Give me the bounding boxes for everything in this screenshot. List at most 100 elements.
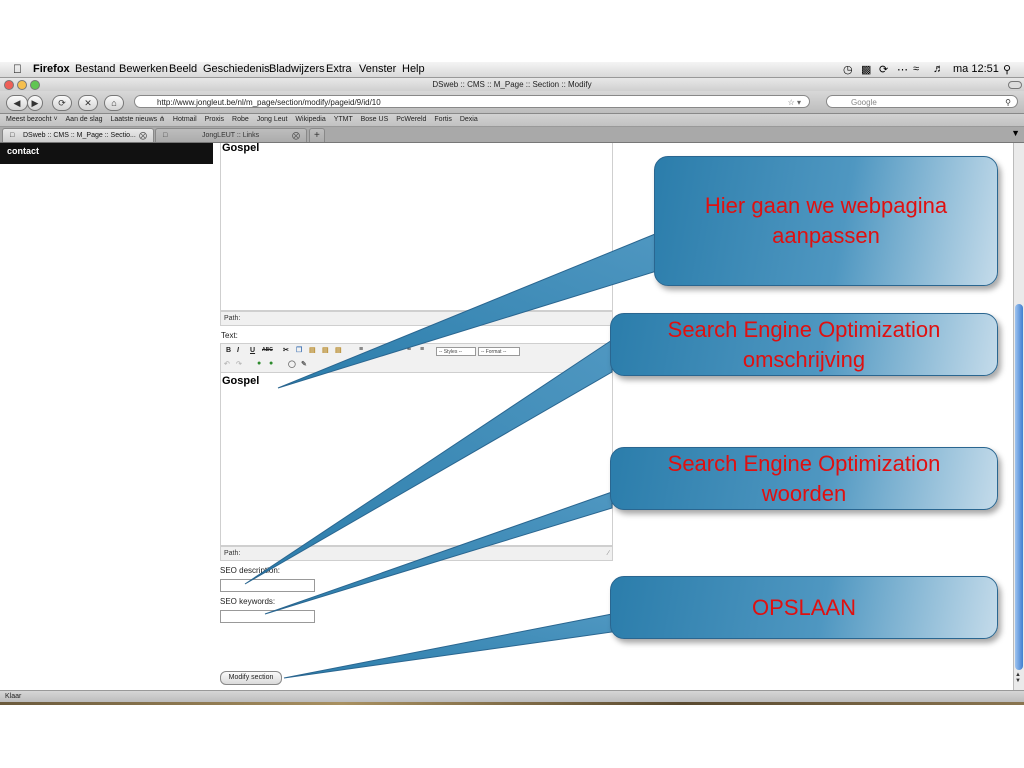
stop-button[interactable]: ✕ bbox=[78, 95, 98, 111]
callout-save-text: OPSLAAN bbox=[752, 594, 856, 620]
bookmark-item[interactable]: Jong Leut bbox=[256, 116, 288, 123]
editor-1-area[interactable]: Gospel bbox=[220, 143, 613, 311]
format-select-value: -- Format -- bbox=[481, 349, 507, 355]
close-window-icon[interactable] bbox=[4, 80, 14, 90]
time-machine-icon[interactable]: ◷ bbox=[843, 64, 853, 76]
bookmark-item[interactable]: YTMT bbox=[333, 116, 353, 123]
scrollbar-thumb[interactable] bbox=[1015, 304, 1023, 670]
format-select[interactable]: -- Format -- bbox=[478, 347, 520, 356]
bold-button[interactable]: B bbox=[226, 347, 232, 354]
new-tab-button[interactable]: + bbox=[309, 128, 325, 142]
back-button[interactable]: ◀ bbox=[6, 95, 28, 111]
html-source-icon[interactable]: ✎ bbox=[301, 361, 307, 368]
editor-2-heading: Gospel bbox=[222, 375, 260, 387]
menu-bewerken[interactable]: Bewerken bbox=[119, 63, 168, 75]
styles-select[interactable]: -- Styles -- bbox=[436, 347, 476, 356]
sync-icon[interactable]: ⟳ bbox=[879, 64, 889, 76]
numbered-list-icon[interactable]: ≡ bbox=[407, 346, 412, 353]
menu-extra[interactable]: Extra bbox=[326, 63, 352, 75]
unlink-icon[interactable]: ● bbox=[269, 360, 274, 367]
cleanup-icon[interactable]: ◯ bbox=[288, 361, 296, 368]
callout-seo-description-text: Search Engine Optimization omschrijving bbox=[667, 316, 941, 372]
window-titlebar: DSweb :: CMS :: M_Page :: Section :: Mod… bbox=[0, 78, 1024, 91]
forward-button[interactable]: ▶ bbox=[27, 95, 43, 111]
bookmark-item[interactable]: Bose US bbox=[360, 116, 389, 123]
menu-venster[interactable]: Venster bbox=[359, 63, 397, 75]
search-input[interactable]: Google ⚲ bbox=[826, 95, 1018, 108]
close-tab-icon[interactable]: ⨂ bbox=[139, 131, 147, 140]
path-label: Path: bbox=[224, 550, 241, 557]
bookmark-item[interactable]: Aan de slag bbox=[65, 116, 103, 123]
italic-button[interactable]: I bbox=[237, 347, 239, 354]
minimize-window-icon[interactable] bbox=[17, 80, 27, 90]
bookmark-item[interactable]: Hotmail bbox=[172, 116, 197, 123]
editor-1-heading: Gospel bbox=[222, 142, 260, 154]
pointer-seo-description bbox=[244, 339, 613, 585]
menu-app-firefox[interactable]: Firefox bbox=[33, 63, 70, 75]
search-placeholder: Google bbox=[851, 98, 877, 107]
menu-geschiedenis[interactable]: Geschiedenis bbox=[203, 63, 270, 75]
url-input[interactable]: http://www.jongleut.be/nl/m_page/section… bbox=[134, 95, 810, 108]
seo-keywords-input[interactable] bbox=[220, 610, 315, 623]
tab-label: DSweb :: CMS :: M_Page :: Sectio... bbox=[23, 132, 136, 139]
paste-icon[interactable]: ▤ bbox=[309, 347, 316, 354]
bookmark-item[interactable]: Proxis bbox=[204, 116, 225, 123]
callout-seo-keywords: Search Engine Optimization woorden bbox=[610, 447, 998, 510]
copy-icon[interactable]: ❐ bbox=[296, 347, 303, 354]
tab-dsweb[interactable]: □ DSweb :: CMS :: M_Page :: Sectio... ⨂ bbox=[2, 128, 154, 142]
reload-button[interactable]: ⟳ bbox=[52, 95, 72, 111]
underline-button[interactable]: U bbox=[250, 347, 256, 354]
bookmark-item[interactable]: Fortis bbox=[434, 116, 452, 123]
bookmark-item[interactable]: Wikipedia bbox=[295, 116, 326, 123]
callout-edit-page: Hier gaan we webpagina aanpassen bbox=[654, 156, 998, 286]
bluetooth-icon[interactable]: ⋯ bbox=[897, 64, 908, 76]
modify-section-button[interactable]: Modify section bbox=[220, 671, 282, 685]
styles-select-value: -- Styles -- bbox=[439, 349, 463, 355]
paste-word-icon[interactable]: ▤ bbox=[335, 347, 342, 354]
page-icon: □ bbox=[10, 132, 15, 139]
seo-description-input[interactable] bbox=[220, 579, 315, 592]
undo-icon[interactable]: ↶ bbox=[224, 361, 230, 368]
scroll-arrows-icon[interactable]: ▲▼ bbox=[1015, 672, 1021, 684]
pointer-seo-keywords bbox=[264, 491, 613, 615]
home-button[interactable]: ⌂ bbox=[104, 95, 124, 111]
volume-icon[interactable]: ♬ bbox=[933, 63, 944, 75]
bookmark-item[interactable]: Dexia bbox=[459, 116, 478, 123]
desktop-strip bbox=[0, 702, 1024, 705]
redo-icon[interactable]: ↷ bbox=[236, 361, 242, 368]
menubar-clock[interactable]: ma 12:51 bbox=[953, 63, 999, 75]
display-icon[interactable]: ▩ bbox=[861, 64, 872, 76]
apple-menu-icon[interactable]:  bbox=[13, 62, 22, 76]
bullet-list-icon[interactable]: ≡ bbox=[420, 346, 425, 353]
resize-handle-icon[interactable]: ∕ bbox=[607, 550, 609, 557]
bookmark-star-icon[interactable]: ☆ ▾ bbox=[787, 98, 801, 107]
status-bar: Klaar bbox=[0, 690, 1024, 702]
tab-list-icon[interactable]: ▼ bbox=[1011, 128, 1020, 138]
toolbar-toggle-icon[interactable] bbox=[1008, 81, 1022, 89]
menu-beeld[interactable]: Beeld bbox=[169, 63, 198, 75]
bookmark-item[interactable]: PcWereld bbox=[396, 116, 427, 123]
bookmarks-toolbar: Meest bezocht ˅ Aan de slag Laatste nieu… bbox=[0, 114, 1024, 127]
menu-bladwijzers[interactable]: Bladwijzers bbox=[269, 63, 325, 75]
bookmark-item[interactable]: Robe bbox=[232, 116, 249, 123]
paste-text-icon[interactable]: ▤ bbox=[322, 347, 329, 354]
close-tab-icon[interactable]: ⨂ bbox=[292, 131, 300, 140]
tab-bar: □ DSweb :: CMS :: M_Page :: Sectio... ⨂ … bbox=[0, 127, 1024, 143]
bookmark-item[interactable]: Meest bezocht ˅ bbox=[6, 116, 58, 123]
tab-jongleut-links[interactable]: □ JongLEUT :: Links ⨂ bbox=[155, 128, 307, 142]
menu-bestand[interactable]: Bestand bbox=[75, 63, 116, 75]
bookmark-item[interactable]: Laatste nieuws ⋔ bbox=[110, 116, 165, 123]
spotlight-search-icon[interactable]: ⚲ bbox=[1003, 64, 1012, 76]
magnifier-icon[interactable]: ⚲ bbox=[1005, 98, 1011, 107]
cut-icon[interactable]: ✂ bbox=[283, 347, 289, 354]
callout-seo-keywords-text: Search Engine Optimization woorden bbox=[667, 450, 941, 506]
pointer-save bbox=[283, 613, 613, 679]
menu-help[interactable]: Help bbox=[402, 63, 425, 75]
strikethrough-button[interactable]: ABC bbox=[262, 347, 273, 353]
link-icon[interactable]: ● bbox=[257, 360, 262, 367]
zoom-window-icon[interactable] bbox=[30, 80, 40, 90]
sidebar-item-contact[interactable]: contact bbox=[0, 143, 213, 164]
align-left-icon[interactable]: ≡ bbox=[359, 346, 364, 353]
wifi-icon[interactable]: ≈ bbox=[913, 63, 920, 75]
